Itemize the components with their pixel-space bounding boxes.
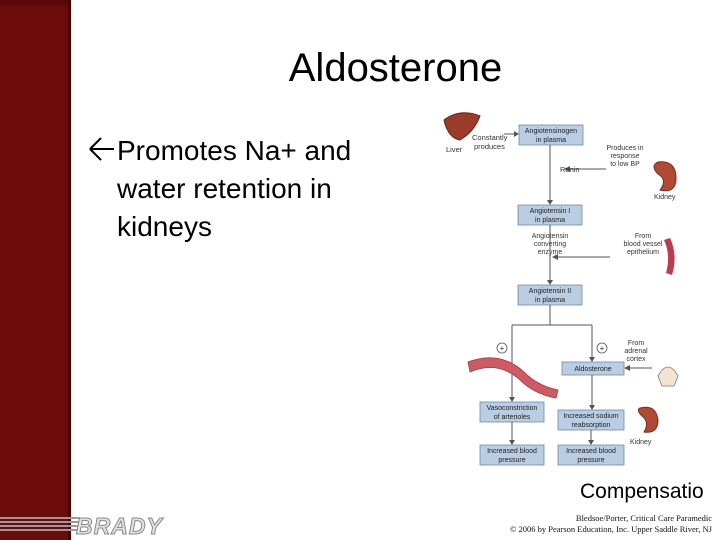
renin-label: Renin xyxy=(560,165,580,174)
arteriole-icon xyxy=(467,357,559,399)
kidney-bottom-icon xyxy=(637,406,659,433)
increased-bp-box-1 xyxy=(479,444,545,466)
adrenal-gland-icon xyxy=(657,366,679,387)
plus-sign-1: + xyxy=(500,344,505,353)
credit-block: Bledsoe/Porter, Critical Care Paramedic … xyxy=(510,513,712,535)
increased-bp-box-2 xyxy=(557,444,625,466)
kidney-bottom-label: Kidney xyxy=(630,439,652,446)
blood-vessel-icon xyxy=(664,238,675,275)
sidebar-band xyxy=(0,0,68,540)
slide-title: Aldosterone xyxy=(288,46,503,90)
aldosterone-box xyxy=(561,361,625,376)
credit-line-1: Bledsoe/Porter, Critical Care Paramedic xyxy=(575,513,712,523)
angiotensinogen-box xyxy=(518,124,584,146)
caption-text: Compensatio xyxy=(580,480,704,503)
bullet-text: Promotes Na+ and water retention in kidn… xyxy=(117,135,352,242)
bullet-point: Promotes Na+ and water retention in kidn… xyxy=(86,132,416,246)
sidebar-top-strip xyxy=(0,0,68,6)
aldosterone-label: Aldosterone xyxy=(574,366,611,373)
sidebar-edge xyxy=(68,0,71,540)
liver-label: Liver xyxy=(446,145,463,154)
credit-line-2: © 2006 by Pearson Education, Inc. Upper … xyxy=(509,524,712,534)
brady-logo: BRADY xyxy=(76,513,163,540)
kidney-top-icon xyxy=(653,161,677,192)
liver-icon xyxy=(443,112,481,141)
kidney-top-label: Kidney xyxy=(654,194,676,201)
left-arrow-bullet-icon xyxy=(89,137,114,161)
logo-stripes xyxy=(0,517,80,535)
plus-sign-2: + xyxy=(600,344,605,353)
